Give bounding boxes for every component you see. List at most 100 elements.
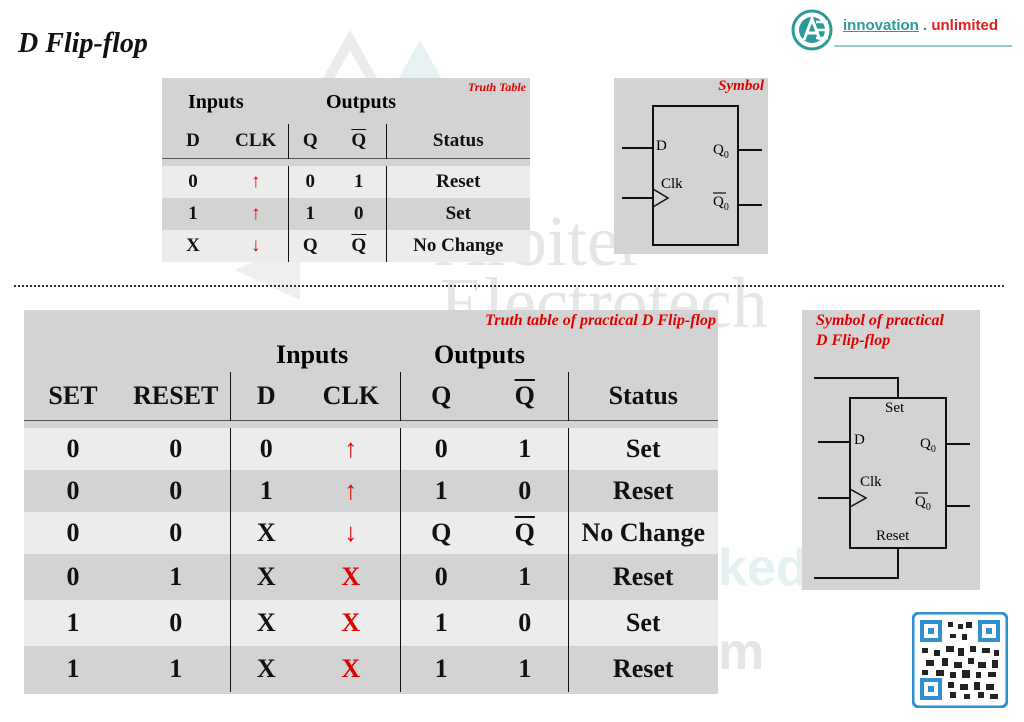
cell-d: X (256, 562, 276, 591)
cell-qbar: 1 (482, 428, 569, 470)
pin-q-text: Q (920, 436, 931, 452)
cell-clk: X (302, 554, 401, 600)
cell-qbar: 0 (332, 198, 387, 230)
cell-q: 1 (305, 203, 316, 224)
symbol-caption: Symbol (718, 78, 764, 94)
header-clk: CLK (302, 372, 401, 420)
cell-q: 0 (288, 166, 332, 198)
cell-reset: 0 (122, 600, 231, 646)
watermark-ked: ked (718, 539, 808, 597)
cell-reset: 1 (122, 554, 231, 600)
brand-text-tail: unlimited (931, 17, 999, 34)
pin-set-label: Set (885, 400, 905, 416)
header-status: Status (432, 129, 484, 151)
brand-text-main: innovation (843, 17, 919, 34)
cell-reset: 0 (122, 470, 231, 512)
page-title: D Flip-flop (18, 28, 148, 59)
cell-qbar: 0 (482, 470, 569, 512)
cell-clk: ↑ (224, 166, 289, 198)
header-qbar: Q (332, 124, 387, 158)
truth-table-inputs-group: Inputs (188, 91, 244, 113)
cell-status: No Change (386, 230, 530, 262)
cell-d: 1 (259, 476, 273, 505)
cell-d: 0 (162, 166, 224, 198)
pin-d-label: D (656, 138, 667, 154)
pin-q-label: Q0 (920, 436, 936, 455)
table-row: 0 0 X ↓ Q Q No Change (24, 512, 718, 554)
cell-reset: 0 (122, 512, 231, 554)
practical-symbol-panel: Symbol of practical D Flip-flop Set D Cl… (802, 310, 980, 590)
table-row: X ↓ Q Q No Change (162, 230, 530, 262)
pin-qbar-label: Q0 (713, 194, 729, 213)
pin-d-label: D (854, 432, 865, 448)
cell-set: 0 (24, 512, 122, 554)
practical-symbol-caption-line1: Symbol of practical (816, 312, 944, 329)
cell-clk: ↑ (224, 198, 289, 230)
cell-reset: 0 (122, 428, 231, 470)
cell-reset: 1 (122, 646, 231, 692)
header-status: Status (568, 372, 718, 421)
header-clk: CLK (224, 124, 289, 158)
practical-truth-table-caption: Truth table of practical D Flip-flop (485, 312, 716, 329)
cell-qbar: 1 (482, 646, 569, 692)
cell-status: Set (568, 600, 718, 646)
cell-status: Reset (612, 562, 674, 591)
pin-qbar-text: Q (713, 194, 724, 210)
cell-d: X (230, 512, 302, 554)
cell-status: Reset (612, 476, 674, 505)
cell-status: Set (445, 203, 471, 224)
header-qbar: Q (482, 372, 569, 420)
cell-q: 1 (434, 476, 448, 505)
truth-table-panel: Truth Table Inputs Outputs D CLK Q Q Sta… (162, 78, 530, 262)
cell-clk: X (302, 646, 401, 692)
brand-logo (791, 9, 1012, 51)
qr-code-icon[interactable] (912, 612, 1008, 708)
watermark-m: m (718, 623, 765, 681)
cell-d: X (256, 654, 276, 683)
cell-qbar: Q (332, 230, 387, 262)
pin-qbar-subscript: 0 (723, 202, 729, 213)
practical-symbol-caption-line2: D Flip-flop (816, 332, 891, 349)
pin-qbar-label: Q0 (915, 494, 931, 513)
table-row: 0 0 0 ↑ 0 1 Set (24, 428, 718, 470)
cell-status: Set (568, 428, 718, 470)
table-row: 0 0 1 ↑ 1 0 Reset (24, 470, 718, 512)
cell-clk: ↓ (302, 512, 401, 554)
cell-d: 0 (230, 428, 302, 470)
pin-clk-label: Clk (860, 474, 882, 490)
cell-qbar: 0 (482, 600, 569, 646)
d-flip-flop-symbol (622, 105, 762, 246)
practical-truth-table: SET RESET D CLK Q Q Status 0 0 0 ↑ 0 1 S… (24, 372, 718, 692)
table-row: 1 1 X X 1 1 Reset (24, 646, 718, 692)
truth-table-outputs-group: Outputs (326, 91, 397, 113)
cell-q: Q (288, 230, 332, 262)
cell-status: Reset (386, 166, 530, 198)
cell-set: 0 (24, 428, 122, 470)
cell-clk: ↓ (224, 230, 289, 262)
header-d: D (186, 129, 200, 151)
cell-q: 1 (434, 654, 448, 683)
truth-table-caption: Truth Table (467, 80, 526, 94)
cell-q: 0 (434, 562, 448, 591)
pin-q-text: Q (713, 142, 724, 158)
cell-status: Reset (612, 654, 674, 683)
practical-truth-table-panel: Truth table of practical D Flip-flop Inp… (24, 310, 718, 694)
cell-q: Q (400, 512, 482, 554)
cell-qbar: 1 (482, 554, 569, 600)
brand-text: innovation . unlimited (843, 17, 998, 34)
cell-d: X (230, 600, 302, 646)
brand-text-sep: . (918, 17, 932, 34)
cell-set: 1 (24, 600, 122, 646)
cell-d: 1 (188, 203, 198, 224)
practical-d-flip-flop-symbol (814, 377, 970, 579)
cell-set: 0 (66, 562, 80, 591)
header-set: SET (48, 380, 98, 410)
pin-qbar-subscript: 0 (925, 502, 931, 513)
section-divider (14, 285, 1004, 287)
table-row: 1 0 X X 1 0 Set (24, 600, 718, 646)
table-row: 0 ↑ 0 1 Reset (162, 166, 530, 198)
cell-status: No Change (568, 512, 718, 554)
cell-set: 0 (66, 476, 80, 505)
symbol-panel: Symbol D Clk Q0 Q0 (614, 78, 768, 254)
cell-set: 1 (66, 654, 80, 683)
